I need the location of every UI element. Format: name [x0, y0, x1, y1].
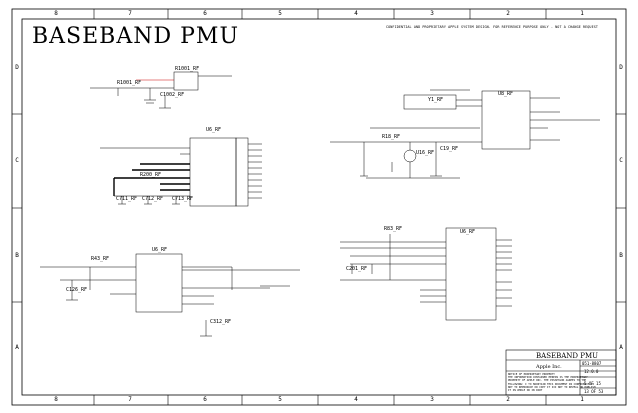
column-label: 2 [506, 396, 510, 403]
ref-u6-top: U6_RF [206, 127, 222, 133]
row-label: A [619, 344, 623, 351]
column-ticks [93, 9, 547, 405]
column-label: 3 [430, 396, 434, 403]
u1001-block [90, 71, 232, 109]
row-label: B [15, 252, 19, 259]
sheet-page: 5 OF 15 [584, 381, 601, 386]
ref-r83: R83_RF [384, 226, 403, 232]
proprietary-notice: NOTICE OF PROPRIETARY PROPERTY THE INFOR… [508, 373, 598, 392]
ref-r43: R43_RF [91, 256, 110, 262]
ref-c201: C201_RF [346, 266, 368, 272]
ref-c19: C19_RF [440, 146, 459, 152]
ref-u6-mid: U6_RF [460, 229, 476, 235]
column-label: 7 [128, 396, 132, 403]
column-label: 8 [54, 10, 58, 17]
ref-c126: C126_RF [66, 287, 88, 293]
column-label: 1 [580, 396, 584, 403]
column-label: 5 [278, 10, 282, 17]
ref-y1: Y1_RF [428, 97, 444, 103]
column-label: 5 [278, 396, 282, 403]
ref-c1002: C1002_RF [160, 92, 185, 98]
ref-r18: R18_RF [382, 134, 401, 140]
row-label: C [15, 157, 19, 164]
revision: 12.0.0 [584, 369, 599, 374]
column-label: 2 [506, 10, 510, 17]
ref-c711: C711_RF [116, 196, 138, 202]
u6-bot-block [40, 253, 300, 337]
title-block-title: BASEBAND PMU [536, 352, 599, 360]
sheet-total: 13 OF 53 [584, 389, 604, 394]
u6-top-block [100, 137, 262, 207]
notice-heading: NOTICE OF PROPRIETARY PROPERTY [508, 373, 555, 376]
column-label: 1 [580, 10, 584, 17]
column-label: 4 [354, 10, 358, 17]
confidential-banner: CONFIDENTIAL AND PROPRIETARY APPLE SYSTE… [386, 25, 598, 29]
row-label: A [15, 344, 19, 351]
ref-c712: C712_RF [142, 196, 164, 202]
ref-r1001: R1001_RF [117, 80, 142, 86]
sheet-title: BASEBAND PMU [32, 24, 239, 49]
doc-number: 051-8807 [582, 361, 602, 366]
row-label: B [619, 252, 623, 259]
column-label: 3 [430, 10, 434, 17]
oscillator-block [330, 127, 482, 179]
row-ticks [12, 113, 626, 303]
notice-body: THE INFORMATION CONTAINED HEREIN IS THE … [508, 376, 596, 393]
ref-c713: C713_RF [172, 196, 194, 202]
ref-u1001: R1001_RF [175, 66, 200, 72]
column-label: 8 [54, 396, 58, 403]
y1-u8-block [403, 89, 600, 150]
row-label: D [619, 64, 623, 71]
ref-u8: U8_RF [498, 91, 514, 97]
title-block-frame [505, 349, 617, 396]
column-label: 7 [128, 10, 132, 17]
inner-border [21, 18, 617, 396]
column-label: 4 [354, 396, 358, 403]
ref-r200: R200_RF [140, 172, 162, 178]
ref-c312: C312_RF [210, 319, 232, 325]
thick-bus-lines [113, 163, 190, 196]
decoupling-caps-c7xx [114, 195, 190, 205]
ref-u16: U16_RF [416, 150, 435, 156]
row-label: D [15, 64, 19, 71]
outer-border [11, 8, 627, 406]
u6-mid-block [340, 227, 512, 321]
row-label: C [619, 157, 623, 164]
ref-u6-bot: U6_RF [152, 247, 168, 253]
title-block-company: Apple Inc. [536, 364, 562, 370]
column-label: 6 [203, 10, 207, 17]
column-label: 6 [203, 396, 207, 403]
